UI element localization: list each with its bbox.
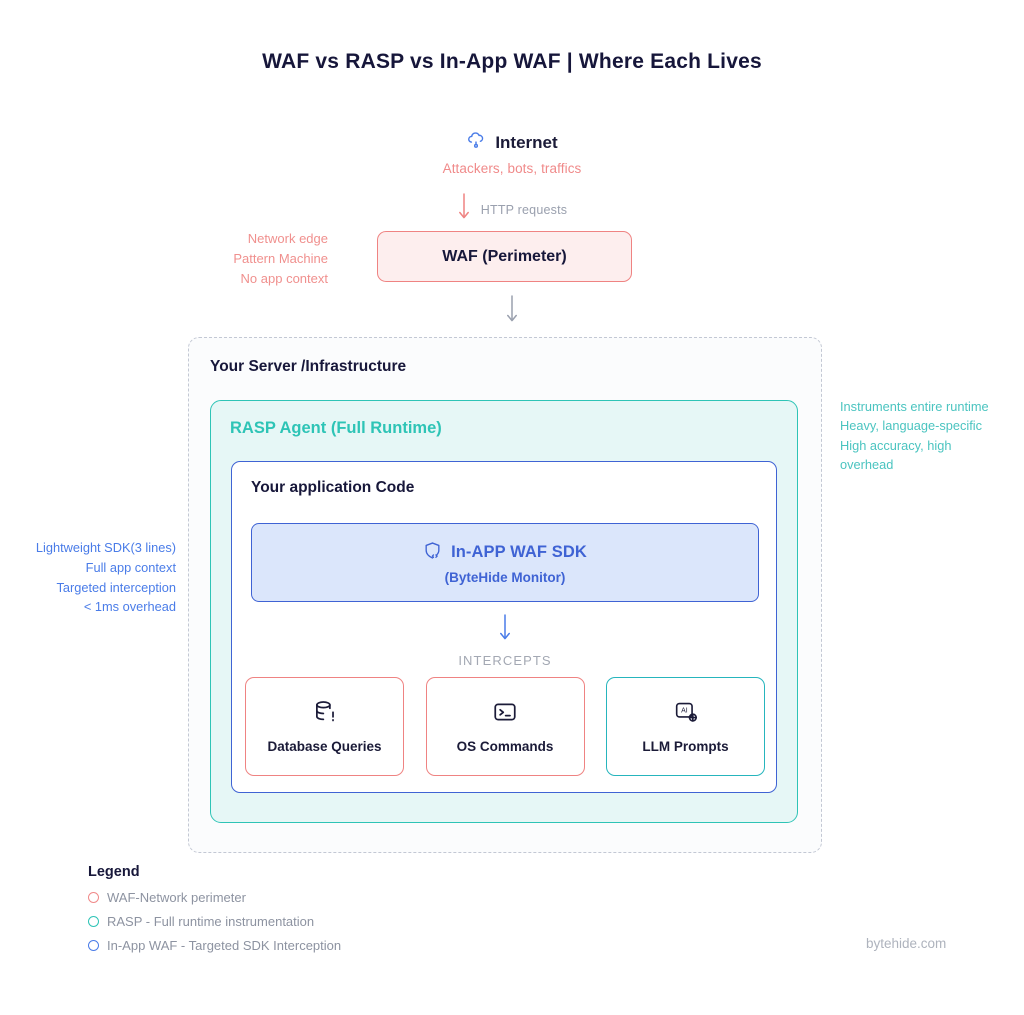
sdk-annotation-line: < 1ms overhead [83,599,176,615]
target-box-llm-prompts[interactable]: AI LLM Prompts [606,677,765,776]
internet-row: Internet [0,130,1024,155]
intercept-targets-row: Database Queries OS Commands [245,677,765,776]
waf-annotation: Network edge Pattern Machine No app cont… [60,229,328,289]
footer-watermark: bytehide.com [866,936,947,951]
waf-annotation-line: Network edge [247,231,328,246]
page-title: WAF vs RASP vs In-App WAF | Where Each L… [262,50,762,73]
server-infrastructure-box: Your Server /Infrastructure RASP Agent (… [188,337,822,853]
intercepts-label: INTERCEPTS [458,653,552,668]
legend-item-waf: WAF-Network perimeter [88,890,341,905]
arrow-down-icon [507,295,517,322]
database-alert-icon [312,699,338,730]
waf-annotation-line: No app context [240,271,328,287]
waf-annotation-line: Pattern Machine [233,251,328,267]
internet-label: Internet [495,132,558,152]
ai-chip-icon: AI [673,699,699,730]
svg-text:AI: AI [681,708,688,715]
http-requests-flow: HTTP requests [0,192,1024,227]
legend-item-in-app-waf: In-App WAF - Targeted SDK Interception [88,938,341,953]
sdk-annotation-line: Targeted interception [56,579,176,595]
internet-subtitle: Attackers, bots, traffics [442,161,582,176]
target-box-database-queries[interactable]: Database Queries [245,677,404,776]
rasp-annotation-line: Heavy, language-specific [840,418,983,434]
legend-title: Legend [88,864,140,880]
terminal-icon [492,699,518,730]
legend: Legend WAF-Network perimeter RASP - Full… [88,864,341,962]
legend-marker-icon [88,892,99,903]
legend-item-label: In-App WAF - Targeted SDK Interception [107,938,342,953]
rasp-annotation-line: High accuracy, high [840,437,952,453]
sdk-annotation-line: Full app context [85,559,176,575]
legend-item-label: RASP - Full runtime instrumentation [107,914,315,929]
rasp-agent-box[interactable]: RASP Agent (Full Runtime) Your applicati… [210,400,798,823]
legend-marker-icon [88,916,99,927]
cloud-network-icon [466,130,486,155]
target-box-os-commands[interactable]: OS Commands [425,677,585,776]
rasp-agent-title: RASP Agent (Full Runtime) [230,419,442,437]
arrow-down-icon [457,192,471,227]
target-label: Database Queries [267,739,382,754]
waf-to-server-arrow [0,294,1024,331]
in-app-waf-sdk-box[interactable]: In-APP WAF SDK (ByteHide Monitor) [251,523,759,602]
internet-block: Internet Attackers, bots, traffics [0,130,1024,176]
legend-marker-icon [88,940,99,951]
sdk-annotation: Lightweight SDK(3 lines) Full app contex… [0,538,176,617]
application-code-box[interactable]: Your application Code In-APP WAF SDK (By… [231,461,777,793]
in-app-waf-sdk-title: In-APP WAF SDK [451,543,587,561]
legend-item-rasp: RASP - Full runtime instrumentation [88,914,341,929]
legend-item-label: WAF-Network perimeter [107,890,246,905]
intercepts-flow: INTERCEPTS [232,614,778,668]
target-label: OS Commands [456,739,554,754]
rasp-annotation: Instruments entire runtime Heavy, langua… [840,397,1024,475]
server-infrastructure-title: Your Server /Infrastructure [210,358,407,375]
shield-code-icon [423,541,442,565]
sdk-title-row: In-APP WAF SDK [423,541,587,565]
waf-perimeter-box[interactable]: WAF (Perimeter) [377,231,632,282]
waf-perimeter-label: WAF (Perimeter) [442,247,567,265]
arrow-down-icon [500,614,510,640]
sdk-annotation-line: Lightweight SDK(3 lines) [35,540,176,555]
rasp-annotation-line: Instruments entire runtime [840,399,989,414]
application-code-title: Your application Code [251,479,415,496]
rasp-annotation-line: overhead [840,457,894,473]
http-requests-label: HTTP requests [480,202,568,217]
in-app-waf-sdk-subtitle: (ByteHide Monitor) [444,569,566,585]
target-label: LLM Prompts [642,739,729,754]
